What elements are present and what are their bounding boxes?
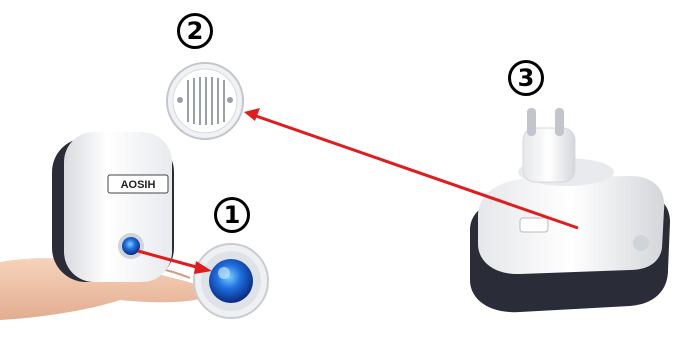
speaker-grille-detail — [167, 63, 243, 139]
step-number-1: 1 — [214, 197, 250, 233]
small-led — [122, 237, 140, 255]
step-number-3: 3 — [508, 60, 544, 96]
brand-label: AOSIH — [121, 179, 156, 191]
led-zoom-detail — [194, 244, 268, 318]
repeller-device-front: AOSIH — [52, 132, 174, 282]
repeller-device-back — [470, 108, 670, 312]
step-number-2: 2 — [177, 13, 213, 49]
